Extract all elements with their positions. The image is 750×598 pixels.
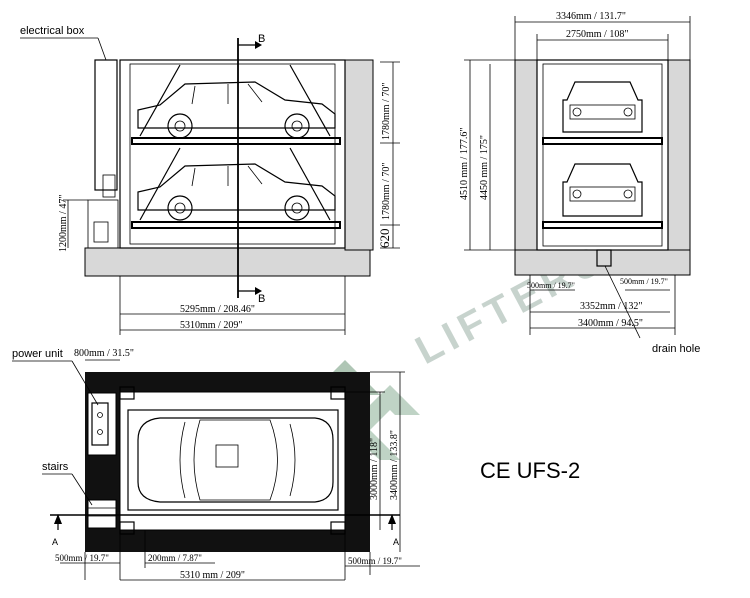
front-right-wall xyxy=(667,59,691,276)
section-b-bottom: B xyxy=(258,293,265,305)
model-title: CE UFS-2 xyxy=(480,458,580,483)
upper-platform xyxy=(131,137,341,145)
plan-margin-left-dim: 500mm / 19.7" xyxy=(55,553,109,563)
side-box-unit xyxy=(93,221,109,243)
side-ground xyxy=(84,247,371,277)
drain-hole-label: drain hole xyxy=(652,343,700,355)
side-frame-inner xyxy=(129,63,336,245)
section-a-left: A xyxy=(52,537,58,547)
stairs xyxy=(87,499,117,529)
front-left-wall xyxy=(514,59,538,276)
plan-platform xyxy=(127,409,339,511)
front-upper-platform xyxy=(542,137,663,145)
section-a-right: A xyxy=(393,537,399,547)
lower-car-front xyxy=(562,163,643,217)
plan-width-outer-dim: 3400mm / 133.8" xyxy=(389,430,400,500)
power-unit-width-dim: 800mm / 31.5" xyxy=(74,348,134,359)
length-inner-dim: 5295mm / 208.46" xyxy=(180,304,255,315)
side-right-wall xyxy=(344,59,374,251)
plan-length-dim: 5310 mm / 209" xyxy=(180,570,245,581)
lower-platform xyxy=(131,221,341,229)
drain-left-dim: 500mm / 19.7" xyxy=(527,281,575,290)
electrical-box-door xyxy=(102,174,116,198)
plan-width-inner-dim: 3000mm / 118" xyxy=(369,438,380,500)
car-top-view xyxy=(137,417,334,503)
front-lower-platform xyxy=(542,221,663,229)
width-bottom-outer-dim: 3400mm / 94.5" xyxy=(578,318,643,329)
power-unit-label: power unit xyxy=(12,348,63,360)
height-inner-dim: 4450 mm / 175" xyxy=(479,135,490,200)
width-top-outer-dim: 3346mm / 131.7" xyxy=(556,11,626,22)
side-box-base xyxy=(87,199,119,249)
lower-car-side xyxy=(137,163,336,221)
stairs-label: stairs xyxy=(42,461,69,473)
plan-margin-right-dim: 500mm / 19.7" xyxy=(348,556,402,566)
plan-gap-dim: 200mm / 7.87" xyxy=(148,553,202,563)
length-outer-dim: 5310mm / 209" xyxy=(180,320,242,331)
plan-pit-floor xyxy=(119,391,346,531)
electrical-box-label: electrical box xyxy=(20,25,85,37)
section-b-top: B xyxy=(258,33,265,45)
box-height-dim: 1200mm / 47" xyxy=(58,195,69,252)
drain-right-dim: 500mm / 19.7" xyxy=(620,277,668,286)
side-pit xyxy=(119,59,346,249)
width-bottom-inner-dim: 3352mm / 132" xyxy=(580,301,642,312)
front-ground xyxy=(514,249,691,276)
plan-view: A A power unit 800mm / 31.5" stairs 3000… xyxy=(12,348,420,581)
pit-step-dim: 620 xyxy=(377,229,392,249)
side-view: B B electrical box 1780mm / 70" 1780mm /… xyxy=(20,25,400,335)
front-frame-inner xyxy=(542,63,663,247)
drain-hole xyxy=(596,249,612,267)
electrical-box xyxy=(94,59,118,191)
height-lower-dim: 1780mm / 70" xyxy=(381,163,392,220)
width-top-inner-dim: 2750mm / 108" xyxy=(566,29,628,40)
power-unit xyxy=(91,402,109,446)
height-outer-dim: 4510 mm / 177.6" xyxy=(459,128,470,200)
front-view: 3346mm / 131.7" 2750mm / 108" 4510 mm / … xyxy=(459,11,700,355)
height-upper-dim: 1780mm / 70" xyxy=(381,83,392,140)
upper-car-front xyxy=(562,81,643,133)
upper-car-side xyxy=(137,81,336,139)
